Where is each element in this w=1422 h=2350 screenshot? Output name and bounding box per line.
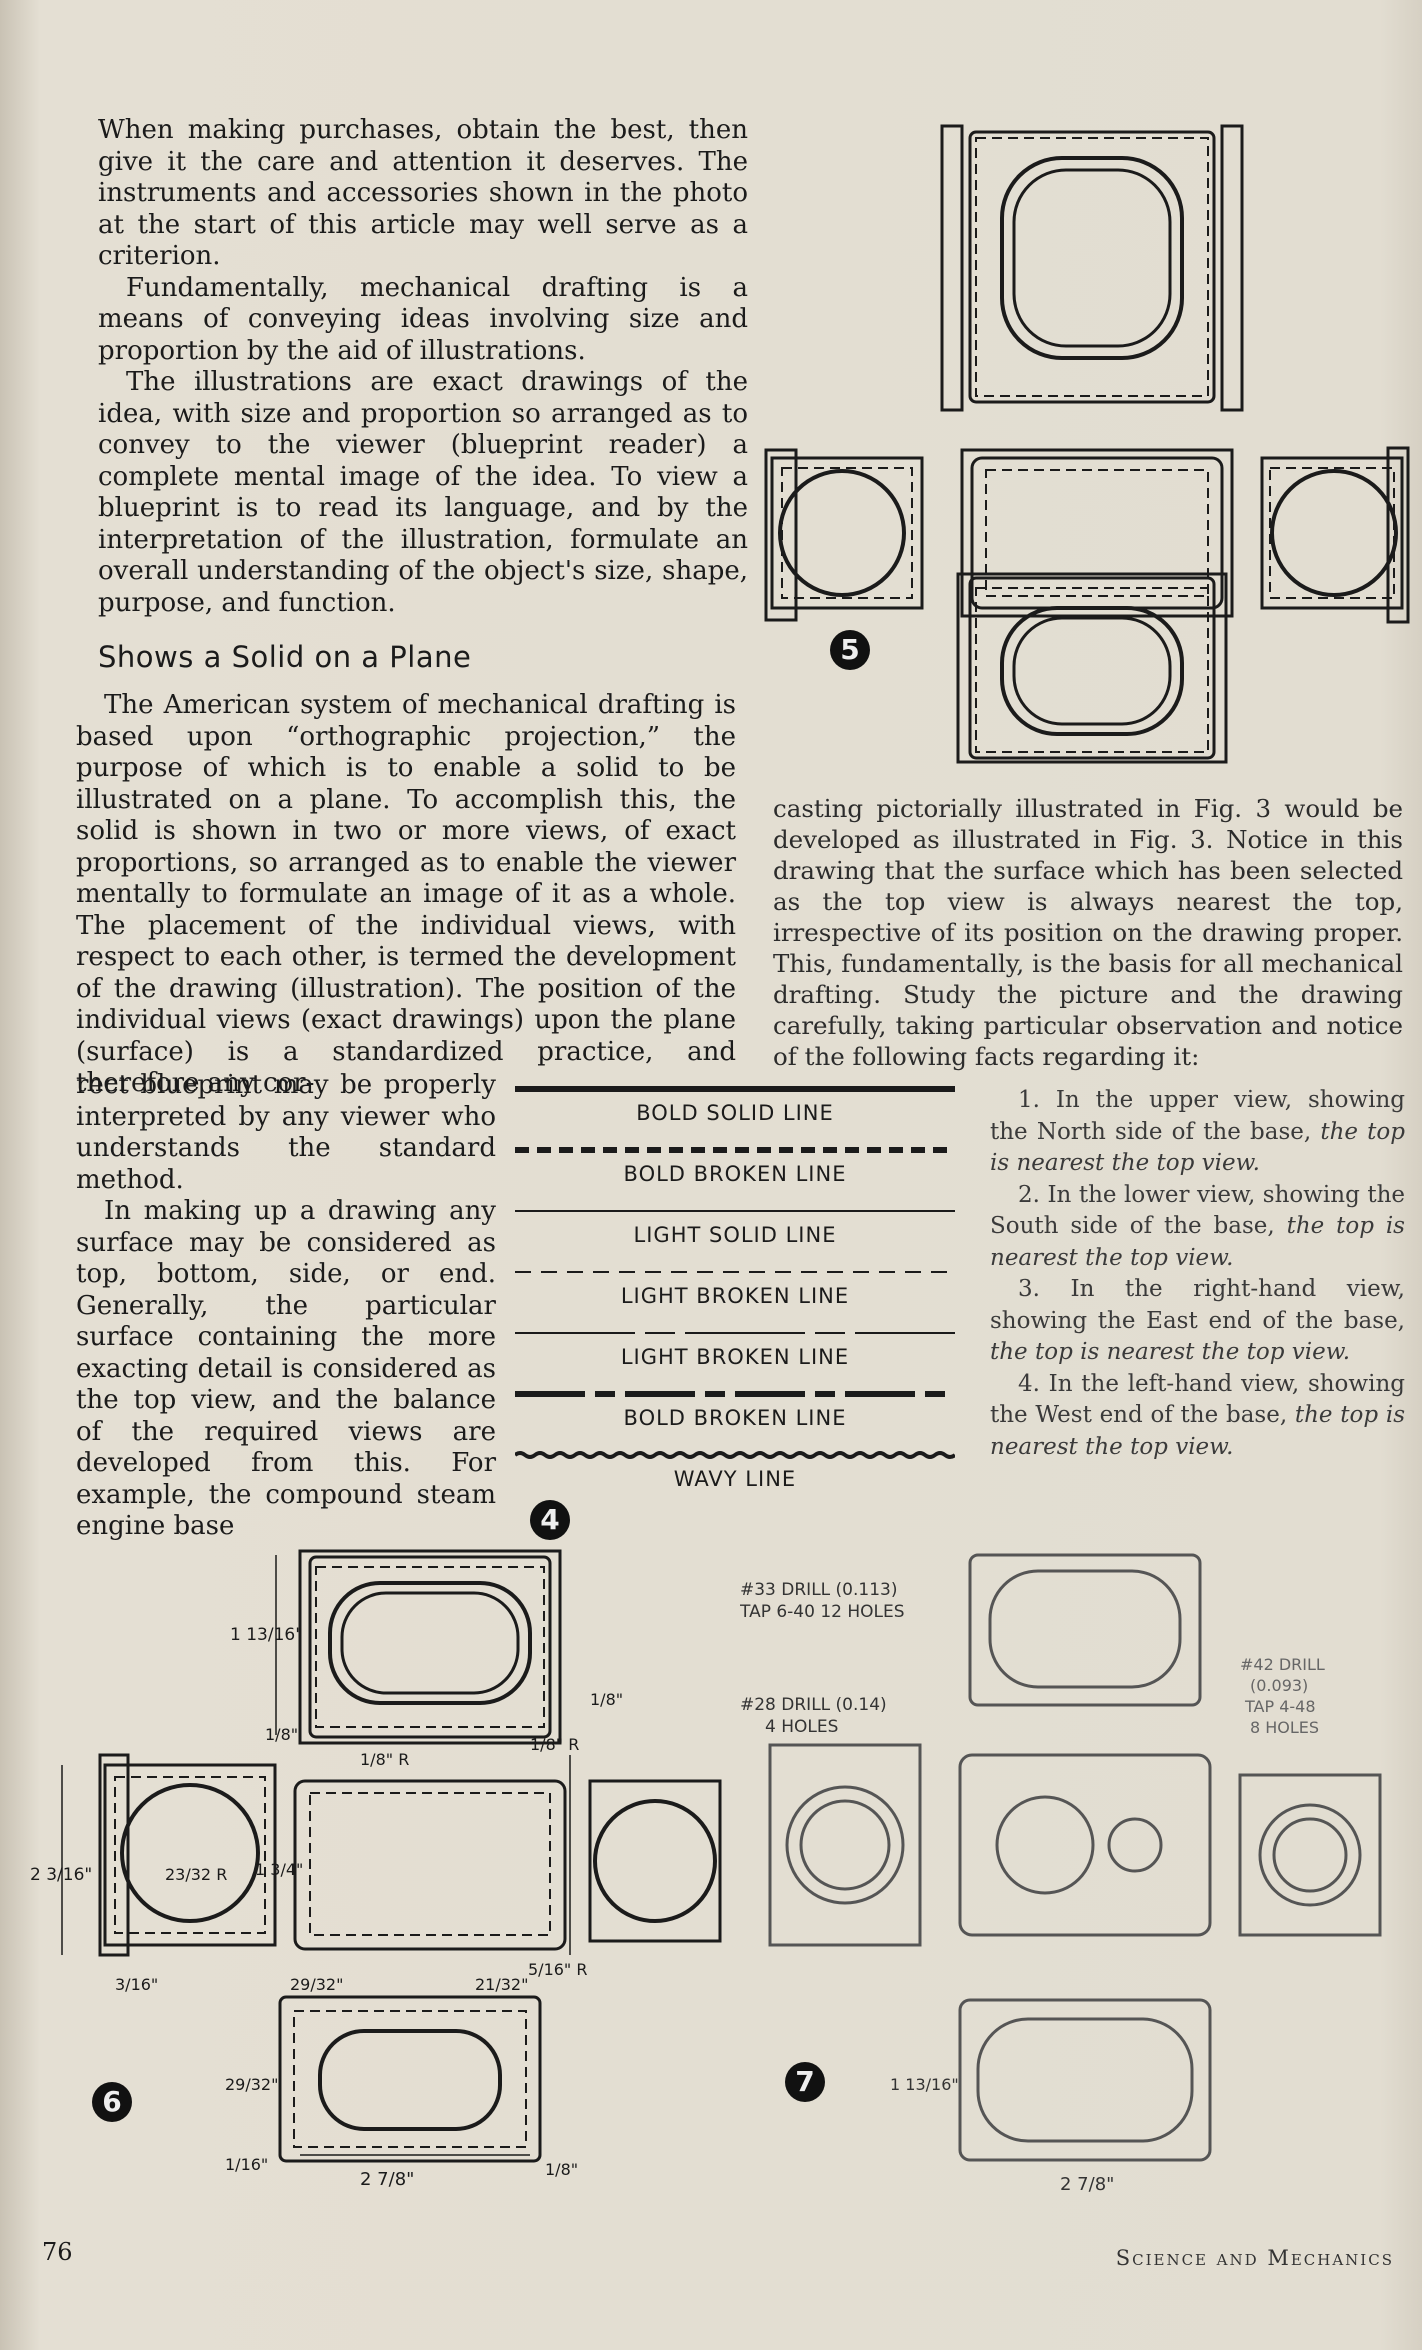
left-column-intro: When making purchases, obtain the best, … [98,115,748,619]
fig6-dimension: 21/32" [475,1975,528,1994]
list-text: 1. In the upper view, showing the North … [990,1087,1405,1145]
fig6-dimension: 29/32" [290,1975,343,1994]
fig7-note: #28 DRILL (0.14) [740,1695,887,1715]
paragraph: rect blueprint may be properly interpret… [76,1070,496,1195]
bold-solid-line [515,1086,955,1092]
line-key-label: BOLD SOLID LINE [636,1101,834,1125]
wavy-line [515,1451,955,1459]
line-type-legend: BOLD SOLID LINE BOLD BROKEN LINE LIGHT S… [515,1084,955,1511]
light-solid-line [515,1210,955,1212]
figure-4-number: 4 [530,1500,570,1540]
list-emphasis: the top is nearest the top view. [990,1402,1405,1460]
fig6-dimension: 1 13/16" [230,1625,303,1645]
line-key-row: BOLD SOLID LINE [515,1084,955,1145]
paragraph: Fundamentally, mechanical drafting is a … [98,272,748,366]
figure-7-number: 7 [785,2062,825,2102]
paragraph: casting pictorially illustrated in Fig. … [773,794,1403,1071]
paragraph: The illustrations are exact drawings of … [98,367,748,618]
list-text: 4. In the left-hand view, showing the We… [990,1370,1405,1429]
fig7-note: TAP 6-40 12 HOLES [740,1602,905,1622]
fig6-dimension: 2 3/16" [30,1865,92,1885]
list-item: 2. In the lower view, showing the South … [990,1180,1405,1275]
light-broken-line [515,1271,955,1273]
magazine-name: Science and Mechanics [1115,2246,1394,2270]
list-emphasis: the top is nearest the top view. [990,1339,1351,1365]
fig7-note: #42 DRILL [1240,1655,1325,1674]
line-key-row: LIGHT SOLID LINE [515,1206,955,1267]
line-key-row: BOLD BROKEN LINE [515,1389,955,1450]
fig6-dimension: 1/8" [545,2160,578,2179]
fig7-note: 4 HOLES [765,1717,838,1737]
figure-6-number: 6 [92,2082,132,2122]
fig6-dimension: 1 3/4" [255,1860,303,1879]
figure-6-drawing: 1 13/16" 2 3/16" 1/8" R 1/8" R 23/32 R 3… [30,1549,722,2190]
right-column: casting pictorially illustrated in Fig. … [773,793,1403,1072]
fig7-note: #33 DRILL (0.113) [740,1580,897,1600]
list-text: 2. In the lower view, showing the South … [990,1181,1405,1240]
figure-7-drawing: #33 DRILL (0.113) TAP 6-40 12 HOLES #28 … [740,1553,1382,2195]
fig6-dimension: 1/8" R [530,1735,579,1754]
fig6-dimension: 23/32 R [165,1865,227,1884]
fig7-dimension: 2 7/8" [1060,2174,1114,2195]
list-item: 1. In the upper view, showing the North … [990,1085,1405,1180]
fig7-dimension: 1 13/16" [890,2075,959,2094]
line-key-row: LIGHT BROKEN LINE [515,1267,955,1328]
fig6-dimension: 3/16" [115,1975,158,1994]
fig6-dimension: 5/16" R [528,1960,588,1979]
left-column-narrow: rect blueprint may be properly interpret… [76,1070,496,1543]
fig6-dimension: 1/16" [225,2155,268,2174]
line-key-label: WAVY LINE [673,1467,797,1491]
line-key-label: LIGHT SOLID LINE [633,1223,837,1247]
line-key-label: BOLD BROKEN LINE [623,1162,847,1186]
paragraph: The American system of mechanical drafti… [76,690,736,1098]
fig6-dimension: 2 7/8" [360,2169,414,2190]
facts-list: 1. In the upper view, showing the North … [990,1085,1405,1463]
paragraph: When making purchases, obtain the best, … [98,115,748,271]
list-item: 4. In the left-hand view, showing the We… [990,1369,1405,1464]
fig6-dimension: 29/32" [225,2075,278,2094]
bold-long-short-line [515,1391,955,1397]
bold-broken-line [515,1147,955,1153]
line-key-row: WAVY LINE [515,1450,955,1511]
figure-5-number: 5 [830,630,870,670]
fig7-note: 8 HOLES [1250,1718,1319,1737]
fig7-note: (0.093) [1250,1676,1308,1695]
figure-5-drawing [764,124,1410,764]
left-column-section: The American system of mechanical drafti… [76,690,736,1100]
fig7-note: TAP 4-48 [1244,1697,1316,1716]
line-key-label: BOLD BROKEN LINE [623,1406,847,1430]
line-key-label: LIGHT BROKEN LINE [620,1284,850,1308]
fig6-dimension: 1/8" R [360,1750,409,1769]
line-key-row: LIGHT BROKEN LINE [515,1328,955,1389]
section-heading: Shows a Solid on a Plane [98,640,472,674]
page-number: 76 [42,2238,73,2266]
line-key-row: BOLD BROKEN LINE [515,1145,955,1206]
line-key-label: LIGHT BROKEN LINE [620,1345,850,1369]
list-emphasis: the top is nearest the top view. [990,1118,1405,1177]
fig6-dimension: 1/8" [265,1725,298,1744]
list-text: 3. In the right-hand view, showing the E… [990,1276,1405,1334]
list-item: 3. In the right-hand view, showing the E… [990,1274,1405,1369]
fig6-dimension: 1/8" [590,1690,623,1709]
list-emphasis: the top is nearest the top view. [990,1213,1405,1271]
paragraph: In making up a drawing any surface may b… [76,1196,496,1541]
light-long-broken-line [515,1332,955,1334]
